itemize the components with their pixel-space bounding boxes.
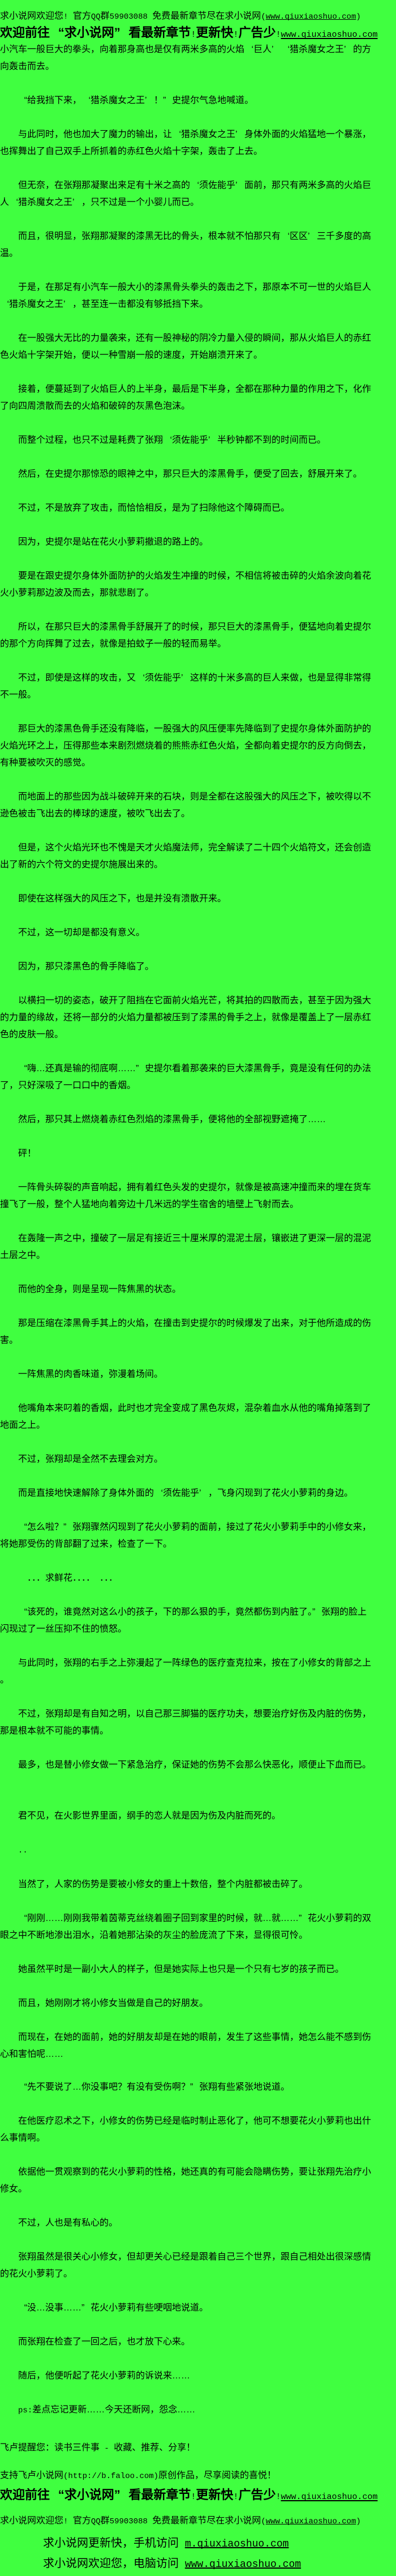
novel-paragraph: 君不见，在火影世界里面，纲手的恋人就是因为伤及内脏而死的。 <box>0 1811 281 1821</box>
novel-paragraph: ．．．求鲜花．．．． ．．． <box>0 1573 118 1583</box>
novel-paragraph: 随后，他便听起了花火小萝莉的诉说来…… <box>0 2371 191 2381</box>
novel-paragraph: 而是直接地快速解除了身体外面的‘须佐能乎’，飞身闪现到了花火小萝莉的身边。 <box>0 1488 354 1498</box>
novel-paragraph: 而他的全身，则是呈现一阵焦黑的状态。 <box>0 1285 182 1294</box>
header-welcome-suffix: ) <box>356 12 361 22</box>
footer-welcome-suffix: ) <box>356 2517 361 2526</box>
footer-welcome-text: 求小说网欢迎您! 官方QQ群59903088 免费最新章节尽在求小说网( <box>0 2516 266 2526</box>
novel-paragraph: 一阵骨头碎裂的声音响起，拥有着红色头发的史提尔，就像是被高速冲撞而来的埋在货车撞… <box>0 1183 372 1209</box>
novel-paragraph: .. <box>18 1846 28 1855</box>
novel-paragraph: 不过，张翔却是有自知之明，以自己那三脚猫的医疗功夫，想要治疗好伤及内脏的伤势，那… <box>0 1709 372 1736</box>
novel-paragraph: 张翔虽然是很关心小修女，但却更关心已经是跟着自己三个世界，跟自己相处出很深感情的… <box>0 2252 372 2279</box>
novel-paragraph: 在他医疗忍术之下，小修女的伤势已经是临时制止恶化了，他可不想要花火小萝莉也出什么… <box>0 2116 372 2143</box>
header-welcome-text: 求小说网欢迎您! 官方QQ群59903088 免费最新章节尽在求小说网( <box>0 11 266 22</box>
novel-paragraph: ps:差点忘记更新……今天还断网，怨念…… <box>18 2405 196 2415</box>
novel-paragraph: 不过，张翔却是全然不去理会对方。 <box>0 1454 163 1464</box>
novel-paragraph: 不过，这一切却是都没有意义。 <box>0 928 145 938</box>
novel-paragraph: 即使在这样强大的风压之下，也是并没有溃散开来。 <box>0 894 227 904</box>
novel-paragraph: 而且，她刚刚才将小修女当做是自己的好朋友。 <box>0 1999 209 2008</box>
novel-paragraph: 砰！ <box>0 1149 37 1158</box>
footer-pc-url-link[interactable]: www.qiuxiaoshuo.com <box>184 2559 302 2570</box>
footer-welcome-url-link[interactable]: www.qiuxiaoshuo.com <box>265 2517 356 2526</box>
novel-paragraph: 因为，那只漆黑色的骨手降临了。 <box>0 962 154 972</box>
novel-paragraph: 而张翔在检查了一回之后，也才放下心来。 <box>0 2337 191 2347</box>
novel-paragraph: 不过，人也是有私心的。 <box>0 2218 118 2228</box>
novel-paragraph: 但无奈，在张翔那凝聚出来足有十米之高的‘须佐能乎’面前，那只有两米多高的火焰巨人… <box>0 181 372 207</box>
novel-paragraph: 一阵焦黑的肉香味道，弥漫着场间。 <box>0 1370 163 1379</box>
novel-paragraph: 不过，即使是这样的攻击，又‘须佐能乎’这样的十米多高的巨人来做，也是显得非常得不… <box>0 673 372 700</box>
novel-paragraph: 他嘴角本来叼着的香烟，此时也才完全变成了黑色灰烬，混杂着血水从他的嘴角掉落到了地… <box>0 1403 372 1430</box>
novel-paragraph: 在轰隆一声之中，撞破了一层足有接近三十厘米厚的混泥土层，镶嵌进了更深一层的混泥土… <box>0 1234 372 1260</box>
novel-paragraph: 而整个过程，也只不过是耗费了张翔‘须佐能乎’半秒钟都不到的时间而已。 <box>0 435 326 445</box>
novel-paragraph: 小汽车一般巨大的拳头，向着那身高也是仅有两米多高的火焰‘巨人’‘猎杀魔女之王’的… <box>0 45 372 71</box>
novel-paragraph: 她虽然平时是一副小大人的样子，但是她实际上也只是一个只有七岁的孩子而已。 <box>0 1965 345 1974</box>
header-welcome-url-link[interactable]: www.qiuxiaoshuo.com <box>265 12 356 22</box>
novel-paragraph: 然后，那只其上燃烧着赤红色烈焰的漆黑骨手，便将他的全部视野遮掩了…… <box>0 1115 326 1124</box>
novel-paragraph: “该死的，谁竟然对这么小的孩子，下的那么狠的手，竟然都伤到内脏了。”张翔的脸上闪… <box>0 1607 367 1634</box>
novel-text-part2: “先不要说了…你没事吧？有没有受伤啊？”张翔有些紧张地说道。 在他医疗忍术之下，… <box>0 2079 371 2436</box>
novel-paragraph: 依据他一贯观察到的花火小萝莉的性格，她还真的有可能会隐瞒伤势，要让张翔先治疗小修… <box>0 2167 372 2194</box>
footer-promo-url-link[interactable]: www.qiuxiaoshuo.com <box>281 2492 378 2502</box>
novel-paragraph: 那是压缩在漆黑骨手其上的火焰，在撞击到史提尔的时候爆发了出来，对于他所造成的伤害… <box>0 1319 372 1345</box>
novel-paragraph: 与此同时，他也加大了魔力的输出，让‘猎杀魔女之王’身体外面的火焰猛地一个暴涨，也… <box>0 130 372 156</box>
novel-paragraph: 而现在，在她的面前，她的好朋友却是在她的眼前，发生了这些事情，她怎么能不感到伤心… <box>0 2032 372 2059</box>
novel-paragraph: “怎么啦？”张翔骤然闪现到了花火小萝莉的面前，接过了花火小萝莉手中的小修女来，将… <box>0 1522 372 1549</box>
novel-paragraph: 最多，也是替小修女做一下紧急治疗，保证她的伤势不会那么快恶化，顺便止下血而已。 <box>0 1760 372 1770</box>
novel-paragraph: 但是，这个火焰光环也不愧是天才火焰魔法师，完全解读了二十四个火焰符文，还会创造出… <box>0 843 372 870</box>
novel-paragraph: “给我挡下来，‘猎杀魔女之王’！”史提尔气急地喊道。 <box>24 96 254 105</box>
novel-paragraph: “刚刚……刚刚我带着茵蒂克丝绕着圈子回到家里的时候，就…就……”花火小萝莉的双眼… <box>0 1914 372 1940</box>
footer-pc-line: 求小说网欢迎您，电脑访问 www.qiuxiaoshuo.com <box>0 2556 301 2572</box>
novel-paragraph: “没…没事……”花火小萝莉有些哽咽地说道。 <box>24 2303 209 2313</box>
footer-mobile-line: 求小说网更新快，手机访问 m.qiuxiaoshuo.com <box>0 2536 289 2552</box>
novel-paragraph: “先不要说了…你没事吧？有没有受伤啊？”张翔有些紧张地说道。 <box>24 2082 290 2092</box>
novel-paragraph: 要是在跟史提尔身体外面防护的火焰发生冲撞的时候，不相信将被击碎的火焰余波向着花火… <box>0 571 372 598</box>
footer-promo-text: 欢迎前往“求小说网”看最新章节!更新快!广告少! <box>0 2488 281 2502</box>
novel-paragraph: “嗨…还真是输的彻底啊……”史提尔看着那袭来的巨大漆黑骨手，竟是没有任何的办法了… <box>0 1064 372 1090</box>
header-promo-text: 欢迎前往“求小说网”看最新章节!更新快!广告少! <box>0 25 281 40</box>
novel-paragraph: 然后，在史提尔那惊恐的眼神之中，那只巨大的漆黑骨手，便受了回去，舒展开来了。 <box>0 469 363 479</box>
header-promo-line: 欢迎前往“求小说网”看最新章节!更新快!广告少!www.qiuxiaoshuo.… <box>0 25 378 42</box>
novel-paragraph: 在一股强大无比的力量袭来，还有一股神秘的阴冷力量入侵的瞬间，那从火焰巨人的赤红色… <box>0 333 372 360</box>
footer-mobile-url-link[interactable]: m.qiuxiaoshuo.com <box>184 2539 289 2550</box>
novel-paragraph: 而且，很明显，张翔那凝聚的漆黑无比的骨头，根本就不怕那只有‘区区’三千多度的高温… <box>0 232 372 258</box>
novel-paragraph: 那巨大的漆黑色骨手还没有降临，一股强大的风压便率先降临到了史提尔身体外面防护的火… <box>0 724 372 768</box>
novel-paragraph: 不过，不是放弃了攻击，而恰恰相反，是为了扫除他这个障碍而已。 <box>0 503 290 513</box>
novel-paragraph: 因为，史提尔是站在花火小萝莉撤退的路上的。 <box>0 537 209 547</box>
footer-welcome-line: 求小说网欢迎您! 官方QQ群59903088 免费最新章节尽在求小说网(www.… <box>0 2515 361 2527</box>
novel-paragraph: 与此同时，张翔的右手之上弥漫起了一阵绿色的医疗查克拉来，按在了小修女的背部之上。 <box>0 1658 372 1685</box>
novel-paragraph: 于是，在那足有小汽车一般大小的漆黑骨头拳头的轰击之下，那原本不可一世的火焰巨人‘… <box>0 283 372 309</box>
novel-text-part1: 小汽车一般巨大的拳头，向着那身高也是仅有两米多高的火焰‘巨人’‘猎杀魔女之王’的… <box>0 41 371 2080</box>
novel-paragraph: 以横扫一切的姿态，破开了阻挡在它面前火焰光芒，将其拍的四散而去，甚至于因为强大的… <box>0 996 372 1039</box>
novel-paragraph: 而地面上的那些因为战斗破碎开来的石块，则是全都在这股强大的风压之下，被吹得以不逊… <box>0 792 372 819</box>
novel-paragraph: 接着，便蔓延到了火焰巨人的上半身，最后是下半身，全都在那种力量的作用之下，化作了… <box>0 384 372 411</box>
footer-faloo-reminder: 飞卢提醒您：读书三件事 - 收藏、推荐、分享！ <box>0 2443 196 2453</box>
novel-paragraph: 所以，在那只巨大的漆黑骨手舒展开了的时候，那只巨大的漆黑骨手，便猛地向着史提尔的… <box>0 622 372 649</box>
footer-promo-line: 欢迎前往“求小说网”看最新章节!更新快!广告少!www.qiuxiaoshuo.… <box>0 2488 378 2505</box>
footer-mobile-text: 求小说网更新快，手机访问 <box>43 2537 179 2549</box>
header-promo-url-link[interactable]: www.qiuxiaoshuo.com <box>281 30 378 40</box>
header-welcome-line: 求小说网欢迎您! 官方QQ群59903088 免费最新章节尽在求小说网(www.… <box>0 11 361 23</box>
footer-pc-text: 求小说网欢迎您，电脑访问 <box>43 2557 179 2570</box>
footer-faloo-support: 支持飞卢小说网(http://b.faloo.com)原创作品，尽享阅读的喜悦！ <box>0 2471 277 2481</box>
novel-paragraph: 当然了，人家的伤势是要被小修女的重上十数倍，整个内脏都被击碎了。 <box>0 1880 308 1889</box>
